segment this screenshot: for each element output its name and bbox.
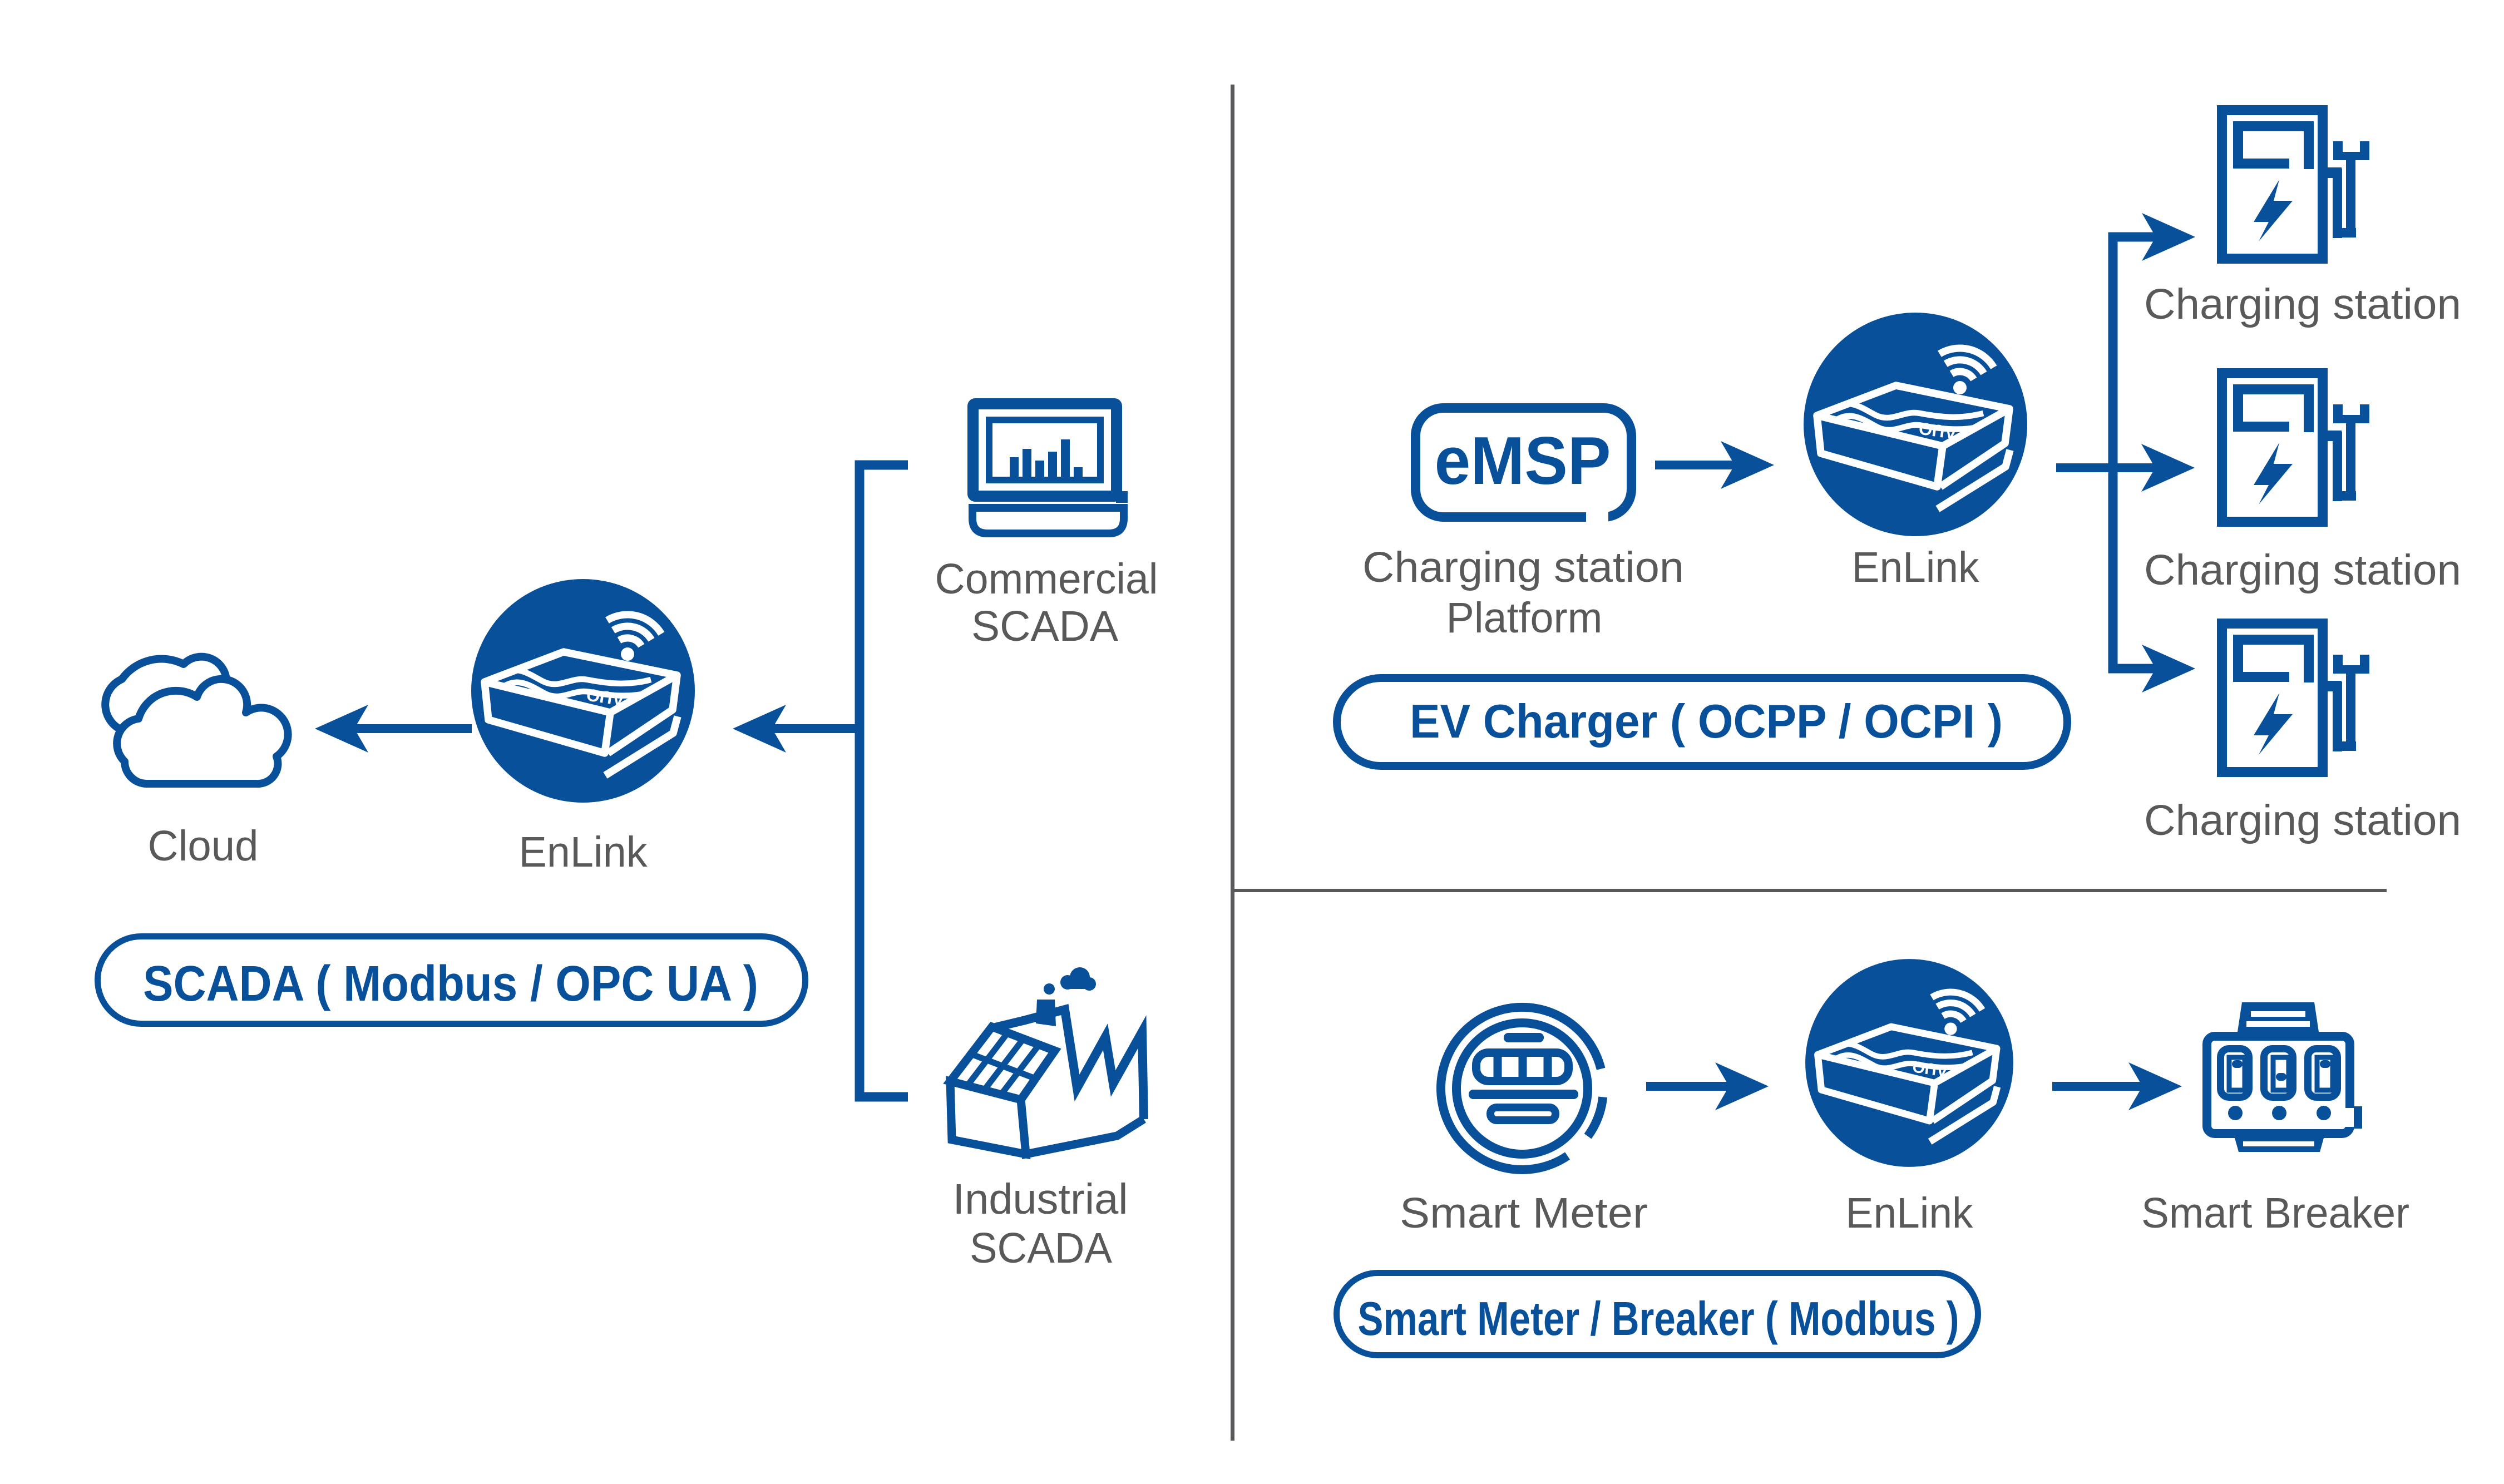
svg-text:EnLink: EnLink	[519, 828, 648, 876]
svg-text:Cloud: Cloud	[148, 822, 259, 870]
svg-text:Smart Meter: Smart Meter	[1400, 1189, 1648, 1237]
svg-text:Industrial: Industrial	[953, 1175, 1128, 1223]
svg-text:EV Charger ( OCPP / OCPI ): EV Charger ( OCPP / OCPI )	[1410, 695, 2003, 748]
svg-text:Commercial: Commercial	[935, 555, 1158, 603]
svg-text:EnLink: EnLink	[1852, 543, 1979, 591]
svg-text:Charging station: Charging station	[2144, 797, 2461, 844]
svg-text:eMSP: eMSP	[1435, 423, 1611, 498]
svg-text:Platform: Platform	[1446, 594, 1603, 642]
svg-text:Charging station: Charging station	[2144, 546, 2461, 594]
svg-text:SCADA: SCADA	[970, 1224, 1113, 1272]
svg-text:EnLink: EnLink	[1846, 1189, 1973, 1237]
svg-text:Charging station: Charging station	[2144, 280, 2461, 328]
svg-text:Smart Meter / Breaker ( Modbus: Smart Meter / Breaker ( Modbus )	[1358, 1293, 1959, 1346]
svg-text:Charging station: Charging station	[1362, 543, 1684, 591]
svg-text:Smart Breaker: Smart Breaker	[2141, 1189, 2409, 1237]
svg-text:SCADA ( Modbus / OPC UA ): SCADA ( Modbus / OPC UA )	[143, 956, 758, 1012]
svg-text:SCADA: SCADA	[971, 602, 1119, 650]
